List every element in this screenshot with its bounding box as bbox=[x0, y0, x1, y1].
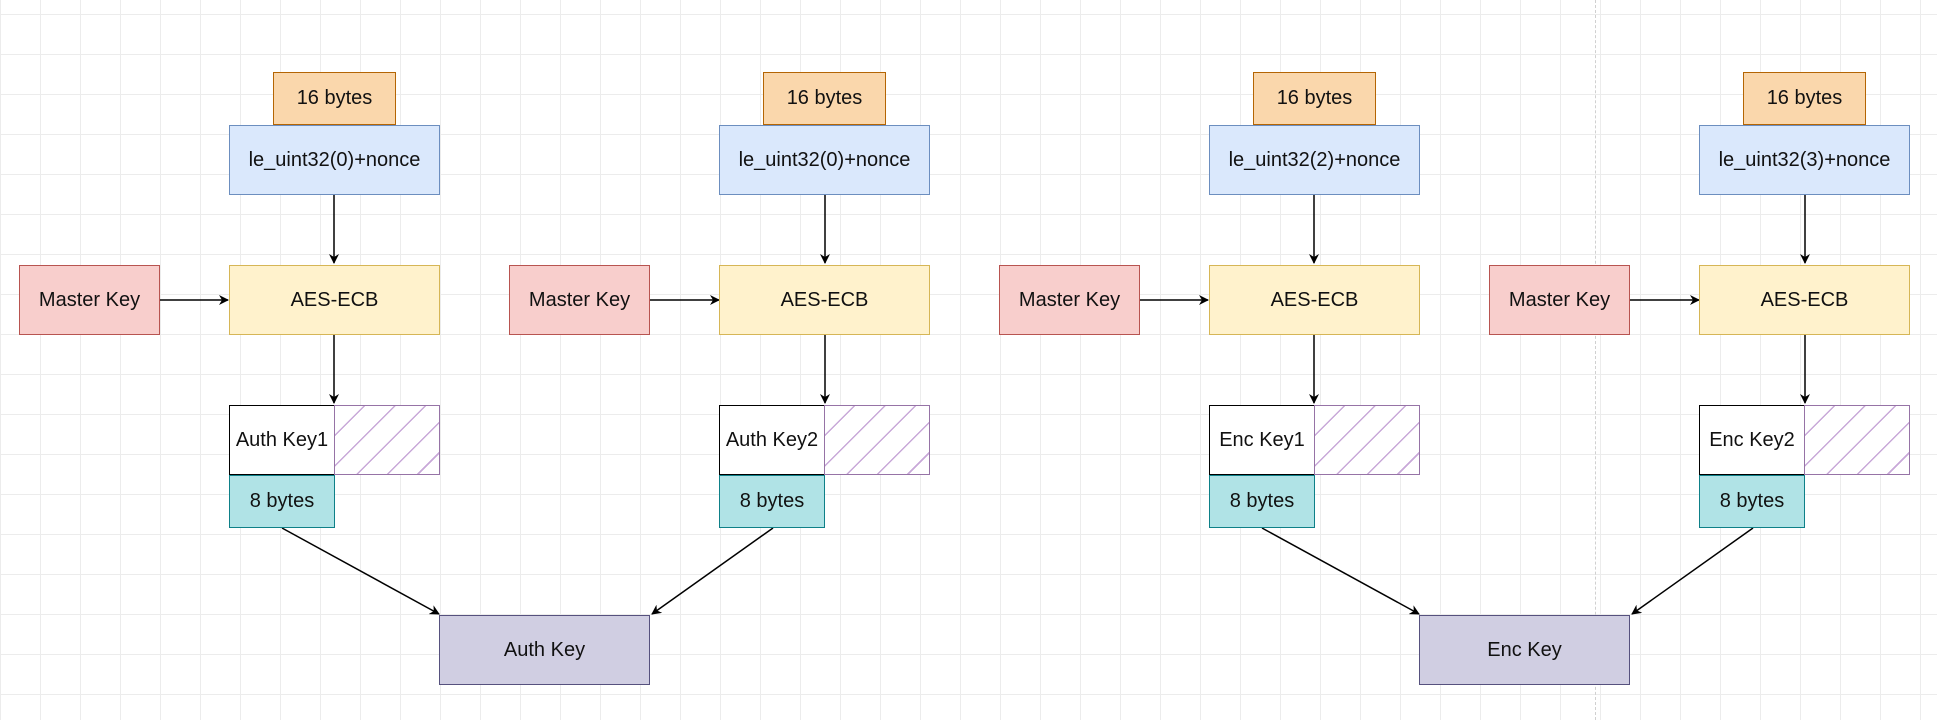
aes-ecb-box-3: AES-ECB bbox=[1209, 265, 1420, 335]
size-label-box-4: 16 bytes bbox=[1743, 72, 1866, 125]
half-size-box-4: 8 bytes bbox=[1699, 475, 1805, 528]
discarded-half-box-3 bbox=[1314, 405, 1420, 475]
page-break-guide bbox=[1595, 0, 1596, 720]
nonce-input-box-3: le_uint32(2)+nonce bbox=[1209, 125, 1420, 195]
derived-key-box-1: Auth Key1 bbox=[229, 405, 335, 475]
size-label-box-3: 16 bytes bbox=[1253, 72, 1376, 125]
nonce-input-box-4: le_uint32(3)+nonce bbox=[1699, 125, 1910, 195]
enc-key-result-box: Enc Key bbox=[1419, 615, 1630, 685]
discarded-half-box-4 bbox=[1804, 405, 1910, 475]
aes-ecb-box-1: AES-ECB bbox=[229, 265, 440, 335]
master-key-box-3: Master Key bbox=[999, 265, 1140, 335]
master-key-box-4: Master Key bbox=[1489, 265, 1630, 335]
discarded-half-box-1 bbox=[334, 405, 440, 475]
arrow-half-to-result-2 bbox=[651, 527, 774, 615]
master-key-box-1: Master Key bbox=[19, 265, 160, 335]
master-key-box-2: Master Key bbox=[509, 265, 650, 335]
aes-ecb-box-2: AES-ECB bbox=[719, 265, 930, 335]
aes-ecb-box-4: AES-ECB bbox=[1699, 265, 1910, 335]
arrow-half-to-result-4 bbox=[1631, 527, 1754, 615]
half-size-box-1: 8 bytes bbox=[229, 475, 335, 528]
size-label-box-1: 16 bytes bbox=[273, 72, 396, 125]
derived-key-box-3: Enc Key1 bbox=[1209, 405, 1315, 475]
half-size-box-2: 8 bytes bbox=[719, 475, 825, 528]
nonce-input-box-1: le_uint32(0)+nonce bbox=[229, 125, 440, 195]
derived-key-box-2: Auth Key2 bbox=[719, 405, 825, 475]
size-label-box-2: 16 bytes bbox=[763, 72, 886, 125]
arrow-half-to-result-3 bbox=[1261, 527, 1420, 615]
discarded-half-box-2 bbox=[824, 405, 930, 475]
auth-key-result-box: Auth Key bbox=[439, 615, 650, 685]
nonce-input-box-2: le_uint32(0)+nonce bbox=[719, 125, 930, 195]
half-size-box-3: 8 bytes bbox=[1209, 475, 1315, 528]
derived-key-box-4: Enc Key2 bbox=[1699, 405, 1805, 475]
arrow-half-to-result-1 bbox=[281, 527, 440, 615]
